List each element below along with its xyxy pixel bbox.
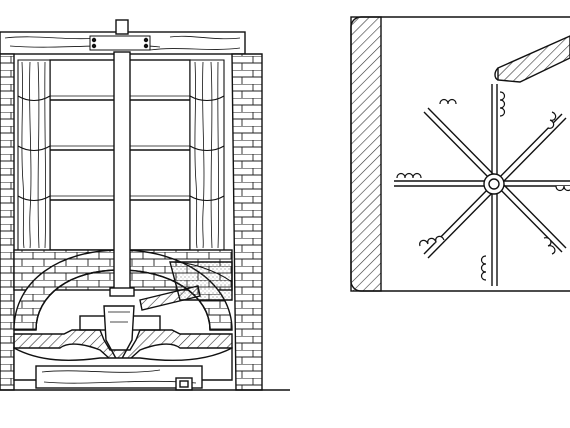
water-wheel-detail — [350, 16, 570, 292]
water-chute — [497, 35, 570, 83]
hopper-chute — [139, 261, 233, 311]
base-plank — [35, 365, 203, 389]
left-brick-pier — [0, 53, 15, 391]
right-brick-pier — [231, 53, 263, 391]
right-plank-stack — [189, 59, 225, 251]
wheel-buckets — [396, 91, 570, 281]
shaft-cap — [115, 19, 129, 35]
mill-elevation — [0, 19, 290, 391]
wall-section — [350, 16, 382, 292]
top-beam — [0, 31, 246, 55]
left-plank-stack — [17, 59, 51, 251]
stone-bed — [13, 329, 233, 369]
vertical-shaft — [113, 51, 131, 293]
